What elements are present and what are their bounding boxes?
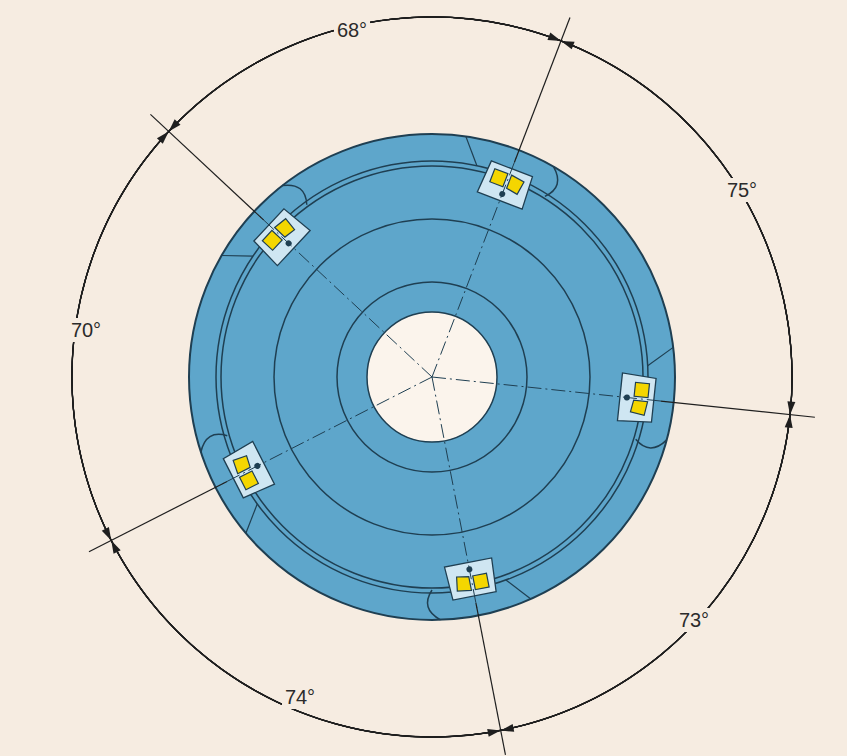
- pitch-dimensions: [72, 17, 815, 755]
- insert-pocket: [617, 373, 656, 424]
- dimension-arc: [72, 131, 263, 694]
- gullet-edge: [246, 504, 257, 533]
- insert: [617, 373, 656, 424]
- chip-gullet: [636, 439, 667, 448]
- center-line: [432, 158, 516, 377]
- gullet-edge: [648, 347, 673, 365]
- chip-gullet: [545, 167, 558, 197]
- dimension-arc: [111, 540, 669, 737]
- center-line: [223, 377, 432, 484]
- insert-tip: [506, 175, 525, 195]
- angle-dimension: 75°: [724, 178, 760, 202]
- extension-line: [661, 401, 815, 417]
- chip-gullets: [201, 136, 673, 619]
- angle-dimension: 73°: [676, 608, 712, 632]
- gullet-edge: [506, 580, 531, 599]
- insert-tip: [262, 230, 282, 250]
- angle-dimension: 74°: [282, 685, 318, 709]
- extension-line: [150, 114, 263, 220]
- dimension-arc: [501, 225, 792, 731]
- insert-tip: [455, 575, 472, 593]
- center-line: [432, 377, 477, 608]
- chip-gullet: [282, 185, 306, 205]
- insert-tip: [490, 169, 508, 187]
- arrowhead: [169, 119, 181, 131]
- dimension-arc: [82, 17, 561, 292]
- extension-line: [514, 18, 570, 163]
- insert-tip: [473, 573, 489, 589]
- gullet-edge: [222, 255, 253, 257]
- insert-tip: [630, 400, 647, 416]
- dimension-arc: [72, 17, 792, 737]
- cutting-inserts: [222, 160, 656, 600]
- dimension-arc: [72, 37, 792, 737]
- gullet-edge: [466, 136, 477, 165]
- dimension-arc: [72, 17, 792, 737]
- dimension-arc: [388, 17, 792, 415]
- dimension-arc: [72, 17, 792, 737]
- insert-tip: [240, 471, 259, 490]
- center-line: [260, 217, 432, 377]
- insert-tip: [634, 382, 649, 397]
- chip-gullet: [428, 590, 441, 620]
- angle-dimension: 68°: [334, 18, 370, 42]
- extension-line: [89, 481, 227, 551]
- chip-gullet: [201, 434, 227, 452]
- cutter-body: [189, 134, 675, 620]
- angle-dimension: 70°: [68, 318, 104, 342]
- insert-tip: [275, 217, 296, 238]
- center-line: [432, 377, 666, 402]
- arrowhead: [547, 33, 561, 41]
- dimension-arc: [72, 17, 790, 737]
